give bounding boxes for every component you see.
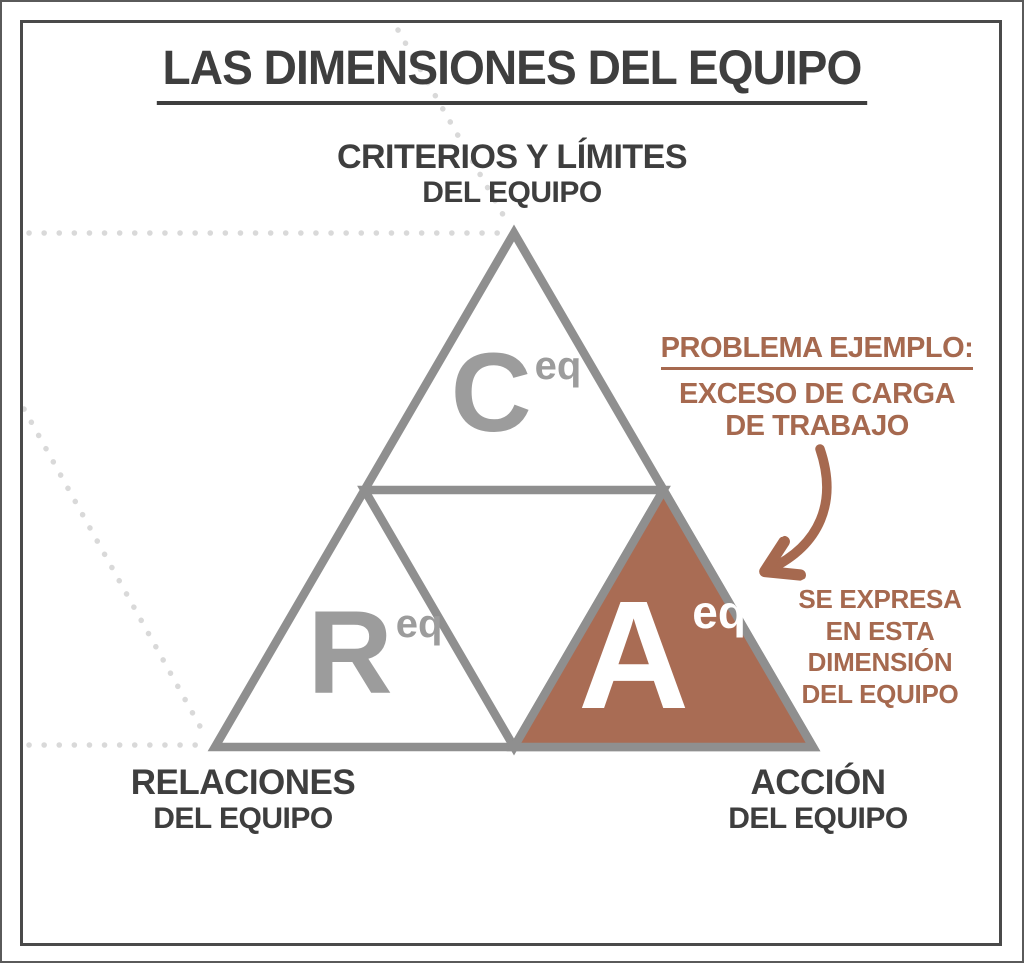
dotted-line-apex-diagonal <box>395 27 509 223</box>
vertex-accion-line1: ACCIÓN <box>750 763 886 802</box>
vertex-label-accion: ACCIÓN DEL EQUIPO <box>668 764 968 835</box>
letter-c-superscript: eq <box>534 344 582 388</box>
letter-r: R <box>307 587 393 719</box>
dimension-letter-criterios: Ceq <box>451 337 582 449</box>
dimension-letter-relaciones: Req <box>308 594 443 712</box>
problem-line2: DE TRABAJO <box>725 410 909 443</box>
expression-note: SE EXPRESA EN ESTA DIMENSIÓN DEL EQUIPO <box>780 584 980 711</box>
page-title: LAS DIMENSIONES DEL EQUIPO <box>156 43 868 106</box>
vertex-label-criterios: CRITERIOS Y LÍMITES DEL EQUIPO <box>2 139 1022 209</box>
problem-line1: EXCESO DE CARGA <box>678 378 956 411</box>
letter-a: A <box>578 569 690 741</box>
dimension-letter-accion: Aeq <box>578 578 746 732</box>
note-line3: DIMENSIÓN <box>807 647 953 678</box>
note-line1: SE EXPRESA <box>798 584 962 614</box>
arrow-curve <box>770 444 832 569</box>
title-wrap: LAS DIMENSIONES DEL EQUIPO <box>2 43 1022 106</box>
vertex-criterios-line1: CRITERIOS Y LÍMITES <box>336 138 688 176</box>
vertex-criterios-line2: DEL EQUIPO <box>422 175 602 209</box>
vertex-accion-line2: DEL EQUIPO <box>728 801 908 835</box>
note-line4: DEL EQUIPO <box>801 679 959 710</box>
vertex-label-relaciones: RELACIONES DEL EQUIPO <box>93 764 393 835</box>
letter-c: C <box>450 330 532 455</box>
dotted-line-left-diagonal <box>21 406 210 742</box>
note-line2: EN ESTA <box>825 615 935 646</box>
problem-heading: PROBLEMA EJEMPLO: <box>660 333 974 371</box>
accion-highlight-triangle <box>506 481 821 752</box>
letter-r-superscript: eq <box>395 602 443 646</box>
letter-a-superscript: eq <box>692 585 746 638</box>
vertex-relaciones-line1: RELACIONES <box>130 763 356 802</box>
problem-annotation: PROBLEMA EJEMPLO: EXCESO DE CARGA DE TRA… <box>642 333 992 443</box>
vertex-relaciones-line2: DEL EQUIPO <box>153 801 333 835</box>
